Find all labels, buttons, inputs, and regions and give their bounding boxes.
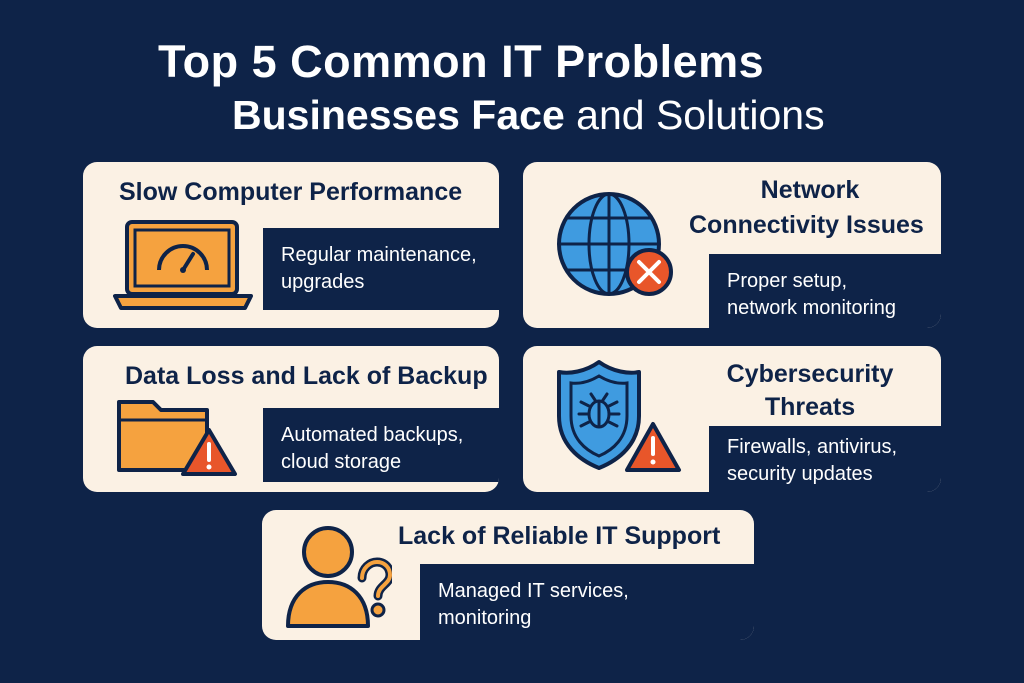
page-title: Top 5 Common IT Problems	[158, 36, 765, 87]
problem-title-line: Network	[760, 176, 860, 204]
problem-title: Slow Computer Performance	[119, 178, 463, 206]
solution-line: Managed IT services,	[438, 580, 629, 602]
solution-box: Proper setup, network monitoring	[709, 254, 941, 328]
solution-line: monitoring	[438, 607, 532, 629]
solution-line: Proper setup,	[727, 270, 848, 292]
problem-card-network-issues: Network Connectivity Issues Proper setup…	[523, 162, 941, 328]
problem-card-cybersecurity: Cybersecurity Threats Firewalls, antivir…	[523, 346, 941, 492]
solution-line: Firewalls, antivirus,	[727, 436, 898, 458]
solution-box: Firewalls, antivirus, security updates	[709, 426, 941, 492]
shield-bug-warning-icon	[557, 360, 681, 472]
problem-title: Lack of Reliable IT Support	[398, 522, 721, 550]
solution-box: Managed IT services, monitoring	[420, 564, 754, 640]
solution-line: cloud storage	[281, 451, 402, 473]
solution-line: Regular maintenance,	[281, 244, 477, 266]
problem-title: Cybersecurity Threats	[691, 358, 929, 424]
user-question-icon	[286, 526, 392, 628]
globe-error-icon	[557, 192, 673, 296]
solution-line: upgrades	[281, 271, 365, 293]
problem-title: Connectivity Issues	[689, 209, 924, 242]
solution-line: Automated backups,	[281, 424, 464, 446]
page-subtitle: Businesses Face and Solutions	[232, 92, 825, 139]
solution-box: Regular maintenance, upgrades	[263, 228, 499, 310]
folder-warning-icon	[117, 400, 237, 476]
problem-title-line: Threats	[764, 393, 856, 421]
problem-card-slow-performance: Slow Computer Performance Regular mainte…	[83, 162, 499, 328]
solution-line: network monitoring	[727, 297, 896, 319]
solution-line: security updates	[727, 463, 873, 485]
subtitle-light: and Solutions	[564, 92, 825, 138]
solution-box: Automated backups, cloud storage	[263, 408, 499, 482]
problem-title-line: Cybersecurity	[726, 360, 894, 388]
problem-title: Data Loss and Lack of Backup	[125, 362, 488, 390]
problem-title: Network	[691, 174, 929, 207]
laptop-speedometer-icon	[113, 220, 253, 310]
problem-title-line: Connectivity Issues	[689, 211, 924, 239]
problem-card-it-support: Lack of Reliable IT Support Managed IT s…	[262, 510, 754, 640]
subtitle-bold: Businesses Face	[232, 92, 565, 138]
problem-card-data-loss: Data Loss and Lack of Backup Automated b…	[83, 346, 499, 492]
